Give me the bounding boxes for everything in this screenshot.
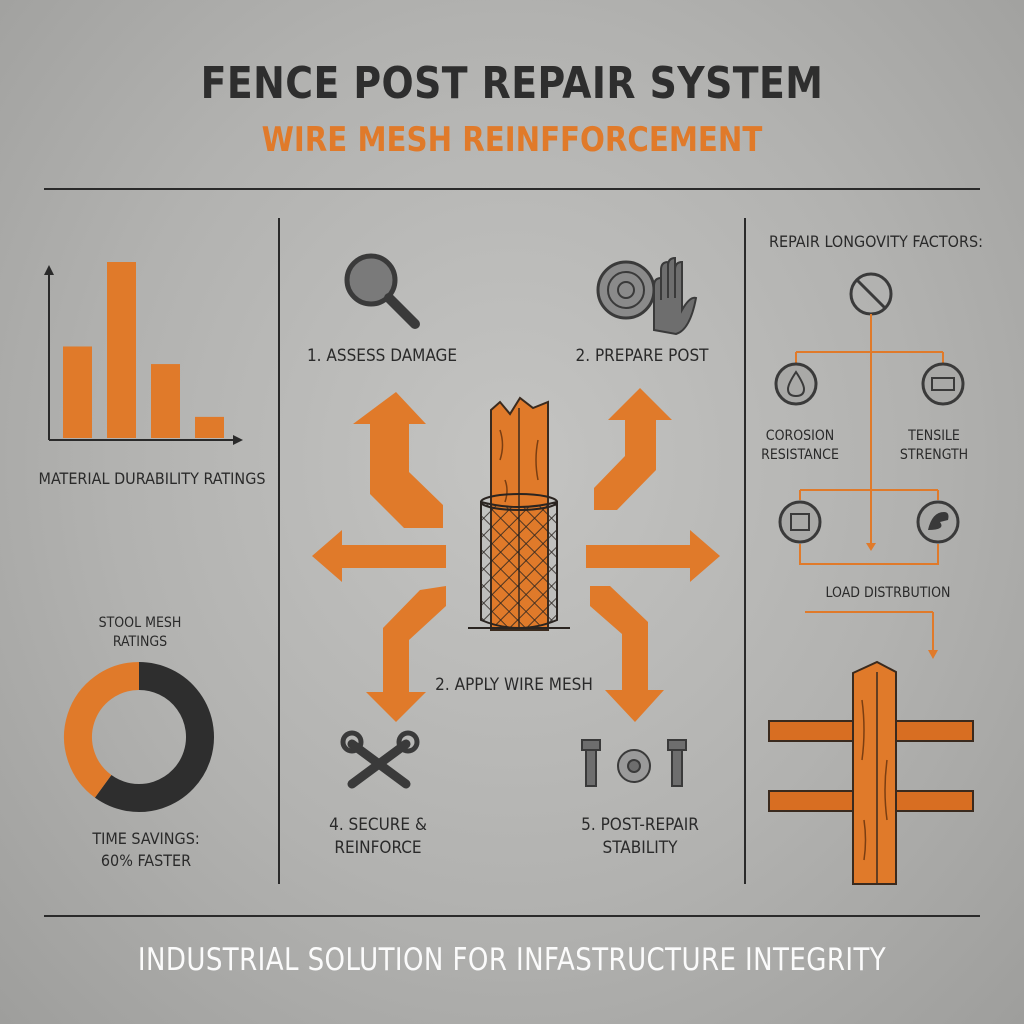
arrow-secure [366, 586, 446, 722]
chart-x-axis-arrow [233, 435, 243, 445]
arrow-right [586, 530, 720, 582]
longevity-heading: REPAIR LONGOVITY FACTORS: [769, 232, 983, 251]
mesh-roll-glove-icon [596, 256, 698, 336]
water-drop-icon [774, 362, 818, 406]
page-subtitle: WIRE MESH REINFFORCEMENT [261, 120, 763, 160]
process-arrows [312, 388, 720, 722]
wrench-screwdriver-icon [340, 730, 420, 789]
durability-bar-3 [151, 364, 180, 438]
factor-tensile-label: TENSILE STRENGTH [899, 428, 969, 463]
arrow-prepare [594, 388, 672, 510]
factor-load-label: LOAD DISTRBUTION [825, 585, 951, 601]
magnifier-icon [344, 253, 420, 329]
wood-grain [499, 429, 539, 503]
factor-corrosion-label: COROSION RESISTANCE [761, 428, 839, 463]
strength-arm-icon [916, 500, 960, 544]
arrow-left [312, 530, 446, 582]
repaired-fence-icon [768, 660, 974, 885]
footer-tagline: INDUSTRIAL SOLUTION FOR INFASTRUCTURE IN… [137, 942, 887, 978]
longevity-flow [774, 272, 965, 659]
step-assess-label: 1. ASSESS DAMAGE [306, 346, 458, 366]
step-stability-label: 5. POST-REPAIR STABILITY [581, 815, 699, 858]
bar-chart-caption: MATERIAL DURABILITY RATINGS [38, 469, 266, 488]
no-damage-icon [849, 272, 893, 316]
step-secure-label: 4. SECURE & REINFORCE [329, 815, 427, 858]
donut-segment-2 [64, 662, 140, 798]
donut-segment-1 [94, 662, 214, 812]
time-savings-caption: TIME SAVINGS: 60% FASTER [92, 829, 200, 870]
tension-icon [921, 362, 965, 406]
durability-bar-chart [44, 262, 243, 445]
durability-bar-1 [63, 346, 92, 438]
durability-bar-2 [107, 262, 136, 438]
step-apply-label: 2. APPLY WIRE MESH [435, 675, 593, 695]
durability-bar-4 [195, 416, 224, 438]
post-mesh-icon [468, 396, 570, 631]
arrow-stability [590, 586, 664, 722]
wire-mesh-wrap [480, 500, 558, 629]
mesh-ratings-donut [64, 662, 214, 812]
arrow-assess [353, 392, 443, 528]
fence-post [852, 660, 897, 885]
step-prepare-label: 2. PREPARE POST [575, 346, 709, 366]
load-icon [778, 500, 822, 544]
donut-caption: STOOL MESH RATINGS [98, 615, 182, 650]
chart-y-axis-arrow [44, 265, 54, 275]
page-title: FENCE POST REPAIR SYSTEM [200, 58, 824, 109]
bolts-icon [581, 739, 687, 787]
